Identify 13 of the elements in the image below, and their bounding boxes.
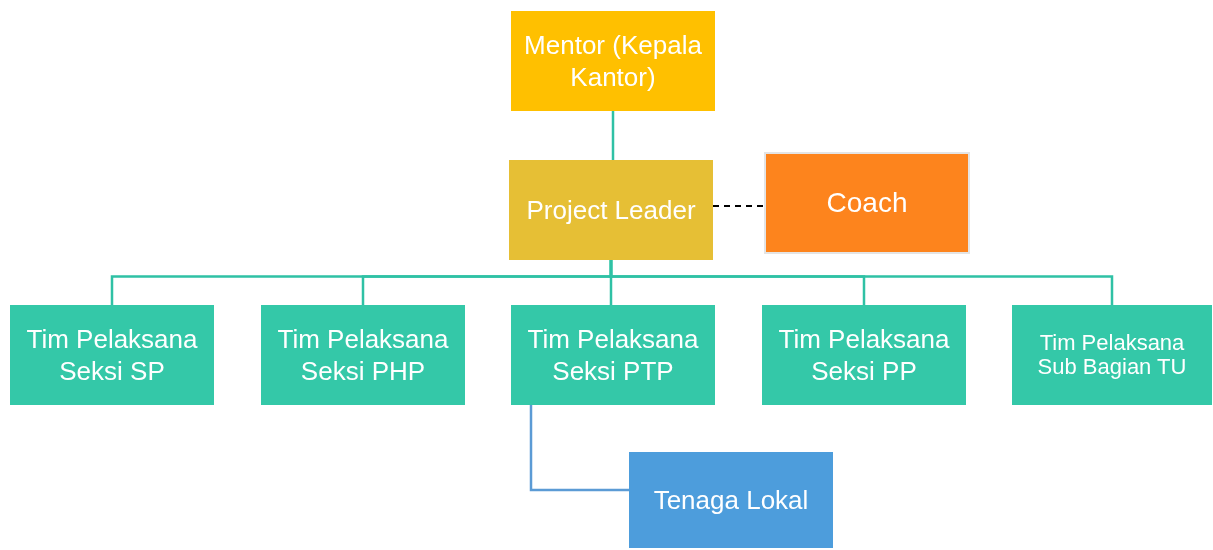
org-box: Tim Pelaksana Seksi PP: [762, 305, 966, 405]
dashed-connector: [712, 205, 765, 207]
connector-line: [611, 111, 615, 160]
org-box: Mentor (Kepala Kantor): [511, 11, 715, 111]
org-box: Tim Pelaksana Seksi PTP: [511, 305, 715, 405]
org-box: Tim Pelaksana Sub Bagian TU: [1012, 305, 1212, 405]
org-box: Tim Pelaksana Seksi SP: [10, 305, 214, 405]
org-box: Project Leader: [509, 160, 713, 260]
connector-line: [609, 260, 1114, 305]
org-box: Tenaga Lokal: [629, 452, 833, 548]
org-box: Tim Pelaksana Seksi PHP: [261, 305, 465, 405]
connector-line: [529, 405, 629, 492]
org-box: Coach: [764, 152, 970, 254]
